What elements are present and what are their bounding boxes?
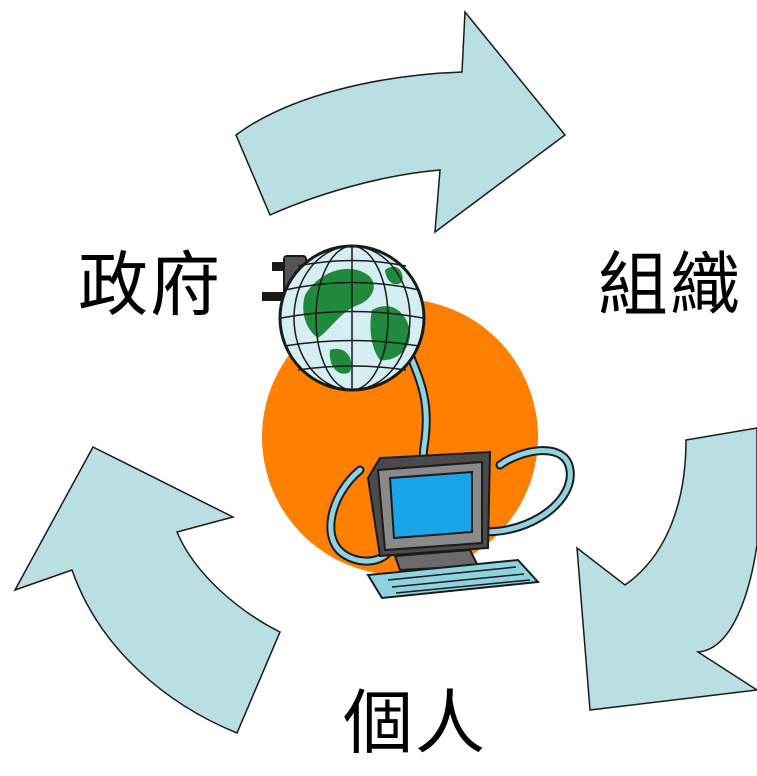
cycle-arrow-right: [576, 427, 757, 711]
cycle-arrow-left: [13, 446, 281, 734]
label-organization: 組織: [598, 244, 742, 326]
computer-icon: [366, 450, 492, 572]
label-individual: 個人: [343, 682, 487, 764]
label-government: 政府: [78, 244, 222, 326]
keyboard-icon: [366, 558, 541, 600]
globe-icon: [278, 244, 426, 392]
cycle-arrow-top: [235, 10, 567, 234]
